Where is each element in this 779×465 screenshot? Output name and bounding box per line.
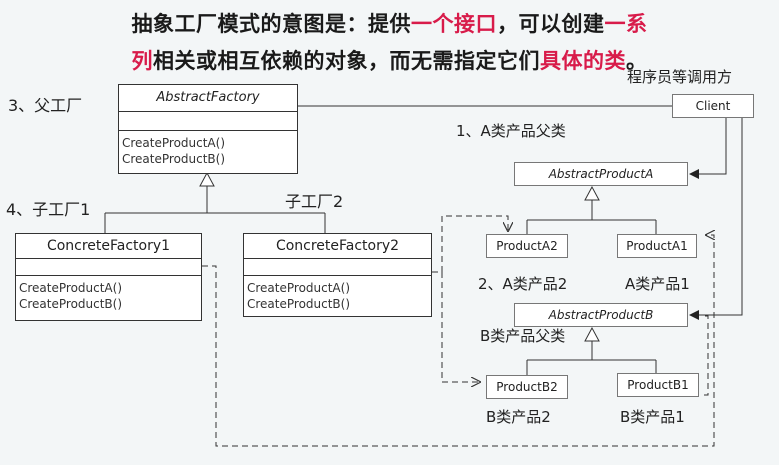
factory2-b-dependency — [441, 272, 480, 382]
operation: CreateProductB() — [19, 297, 123, 311]
operation: CreateProductB() — [122, 152, 226, 166]
product-b-inherit-triangle — [584, 326, 600, 342]
client-note-label: 程序员等调用方 — [627, 68, 733, 86]
product-a1-label: A类产品1 — [625, 275, 690, 293]
operation: CreateProductA() — [122, 136, 226, 150]
class-attributes-section — [16, 258, 201, 275]
title-text: 相关或相互依赖的对象，而无需指定它们 — [153, 49, 540, 73]
concrete-factory1-name: ConcreteFactory1 — [46, 238, 171, 254]
title-line-2: 列相关或相互依赖的对象，而无需指定它们具体的类。 — [0, 45, 779, 75]
operation: CreateProductB() — [247, 297, 351, 311]
product-a-parent-label: 1、A类产品父类 — [456, 122, 566, 140]
title-line-1: 抽象工厂模式的意图是：提供一个接口，可以创建一系 — [0, 8, 779, 38]
factory-inherit-triangle — [199, 171, 215, 187]
product-b-parent-label: B类产品父类 — [480, 327, 566, 345]
abstract-factory-name: AbstractFactory — [156, 90, 260, 105]
class-operations-section: CreateProductA() CreateProductB() — [119, 130, 297, 167]
abstract-factory-class[interactable]: AbstractFactory CreateProductA() CreateP… — [118, 84, 298, 174]
product-a2-label: 2、A类产品2 — [478, 275, 568, 293]
title-highlight: 列 — [131, 49, 153, 73]
product-b1-class[interactable]: ProductB1 — [617, 373, 699, 397]
abstract-product-b-class[interactable]: AbstractProductB — [514, 303, 688, 327]
class-operations-section: CreateProductA() CreateProductB() — [244, 275, 431, 312]
title-highlight: 一个接口 — [411, 12, 497, 36]
class-attributes-section — [244, 258, 431, 275]
factory2-a-dependency — [432, 215, 508, 273]
product-b2-class[interactable]: ProductB2 — [486, 375, 568, 399]
product-a-inherit-triangle — [584, 185, 600, 201]
client-class[interactable]: Client — [672, 94, 754, 118]
class-operations-section: CreateProductA() CreateProductB() — [16, 275, 201, 312]
title-text: 。 — [626, 49, 648, 73]
title-highlight: 具体的类 — [540, 49, 626, 73]
concrete-factory1-class[interactable]: ConcreteFactory1 CreateProductA() Create… — [15, 233, 202, 321]
parent-factory-label: 3、父工厂 — [8, 96, 83, 115]
client-product-b-arrow — [689, 116, 743, 320]
title-highlight: 一系 — [604, 12, 648, 36]
client-product-a-arrow — [689, 116, 727, 179]
operation: CreateProductA() — [19, 281, 123, 295]
factory1-b-dependency — [702, 315, 709, 396]
title-text: 抽象工厂模式的意图是：提供 — [131, 12, 411, 36]
concrete-factory2-name: ConcreteFactory2 — [275, 238, 400, 254]
product-b1-label: B类产品1 — [620, 408, 685, 426]
product-a2-class[interactable]: ProductA2 — [486, 234, 568, 258]
product-b2-label: B类产品2 — [486, 408, 551, 426]
product-a1-class[interactable]: ProductA1 — [617, 234, 697, 258]
factory1-dependency-line — [202, 235, 714, 447]
child-factory2-label: 子工厂2 — [285, 192, 344, 211]
child-factory1-label: 4、子工厂1 — [6, 200, 91, 219]
concrete-factory2-class[interactable]: ConcreteFactory2 CreateProductA() Create… — [243, 233, 432, 317]
operation: CreateProductA() — [247, 281, 351, 295]
title-text: ，可以创建 — [497, 12, 605, 36]
abstract-product-a-class[interactable]: AbstractProductA — [514, 162, 688, 186]
class-attributes-section — [119, 111, 297, 130]
